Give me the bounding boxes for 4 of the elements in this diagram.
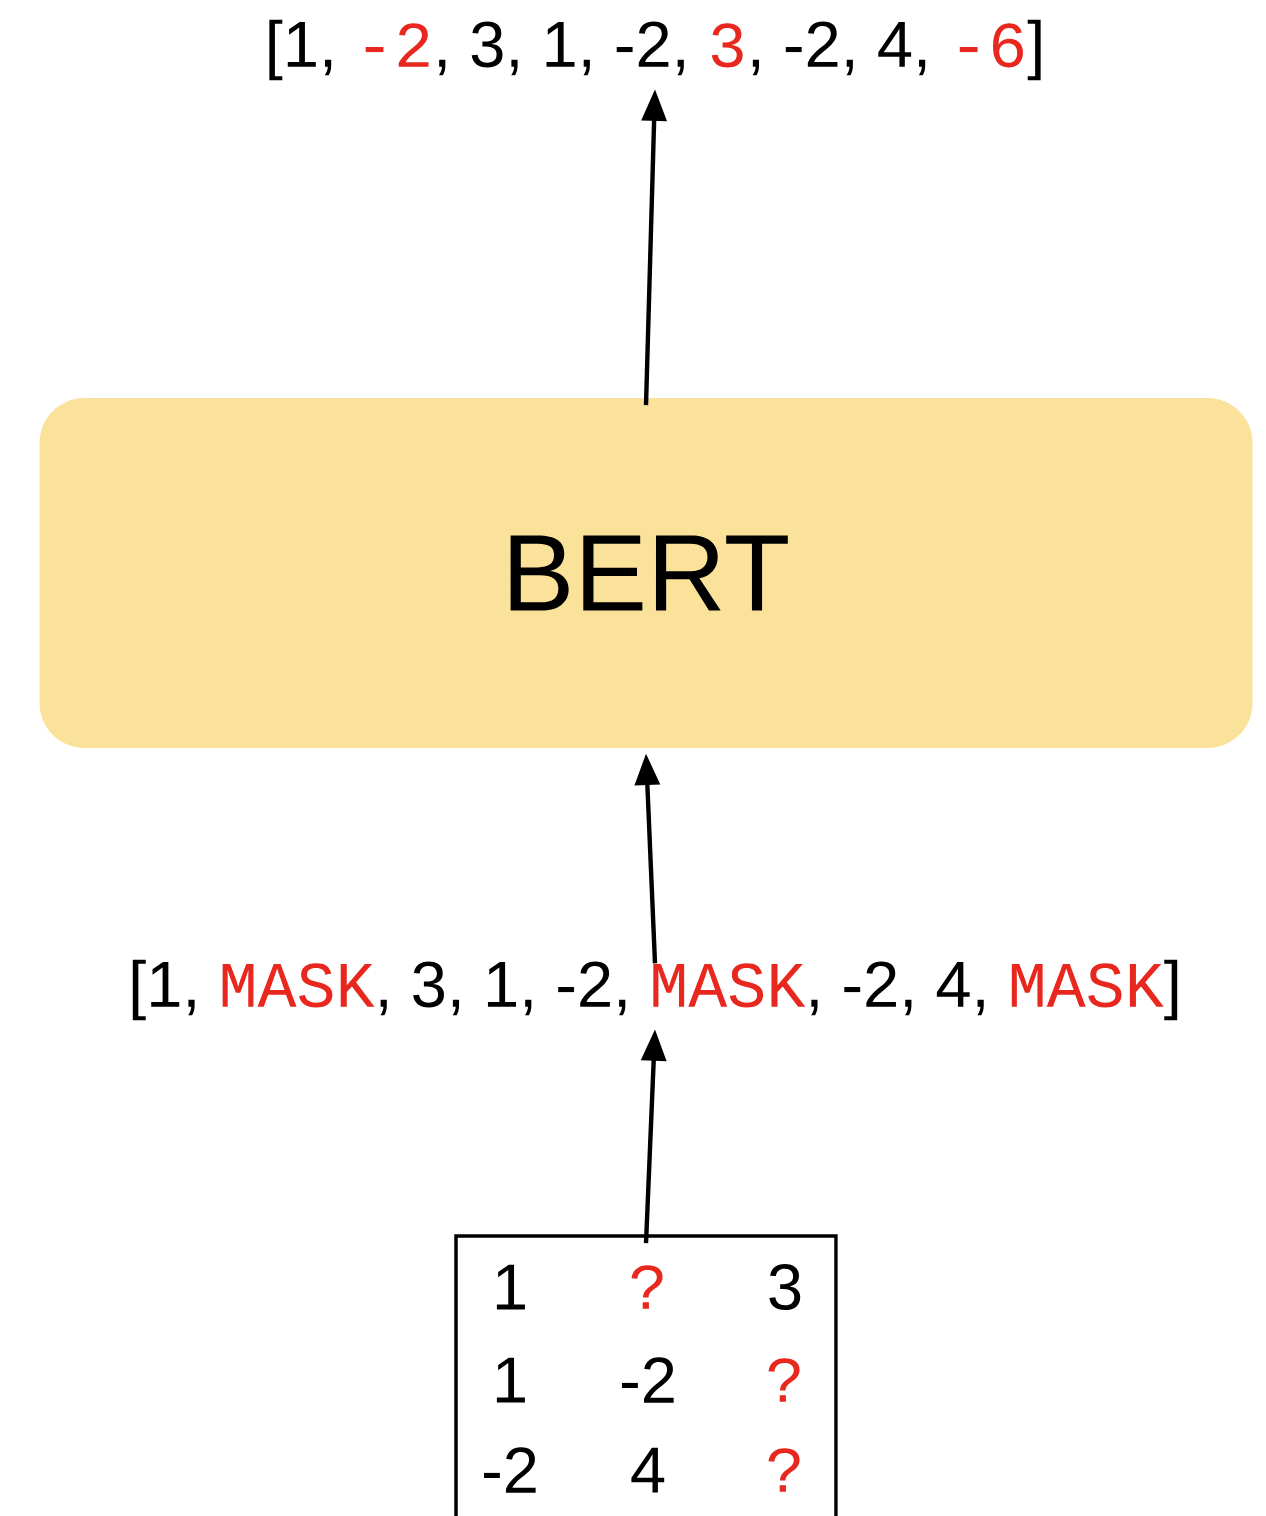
number-sequence: [1, MASK, 3, 1, -2, MASK, -2, 4, MASK] <box>132 959 1178 1021</box>
model-box: BERT <box>39 398 1253 748</box>
number-sequence: [1, -2 , 3, 1, -2, 3, -2, 4, -6] <box>269 19 1041 81</box>
matrix-drawing: 1 ? 3 1 -2 ? -2 4 ? <box>454 1234 838 1516</box>
